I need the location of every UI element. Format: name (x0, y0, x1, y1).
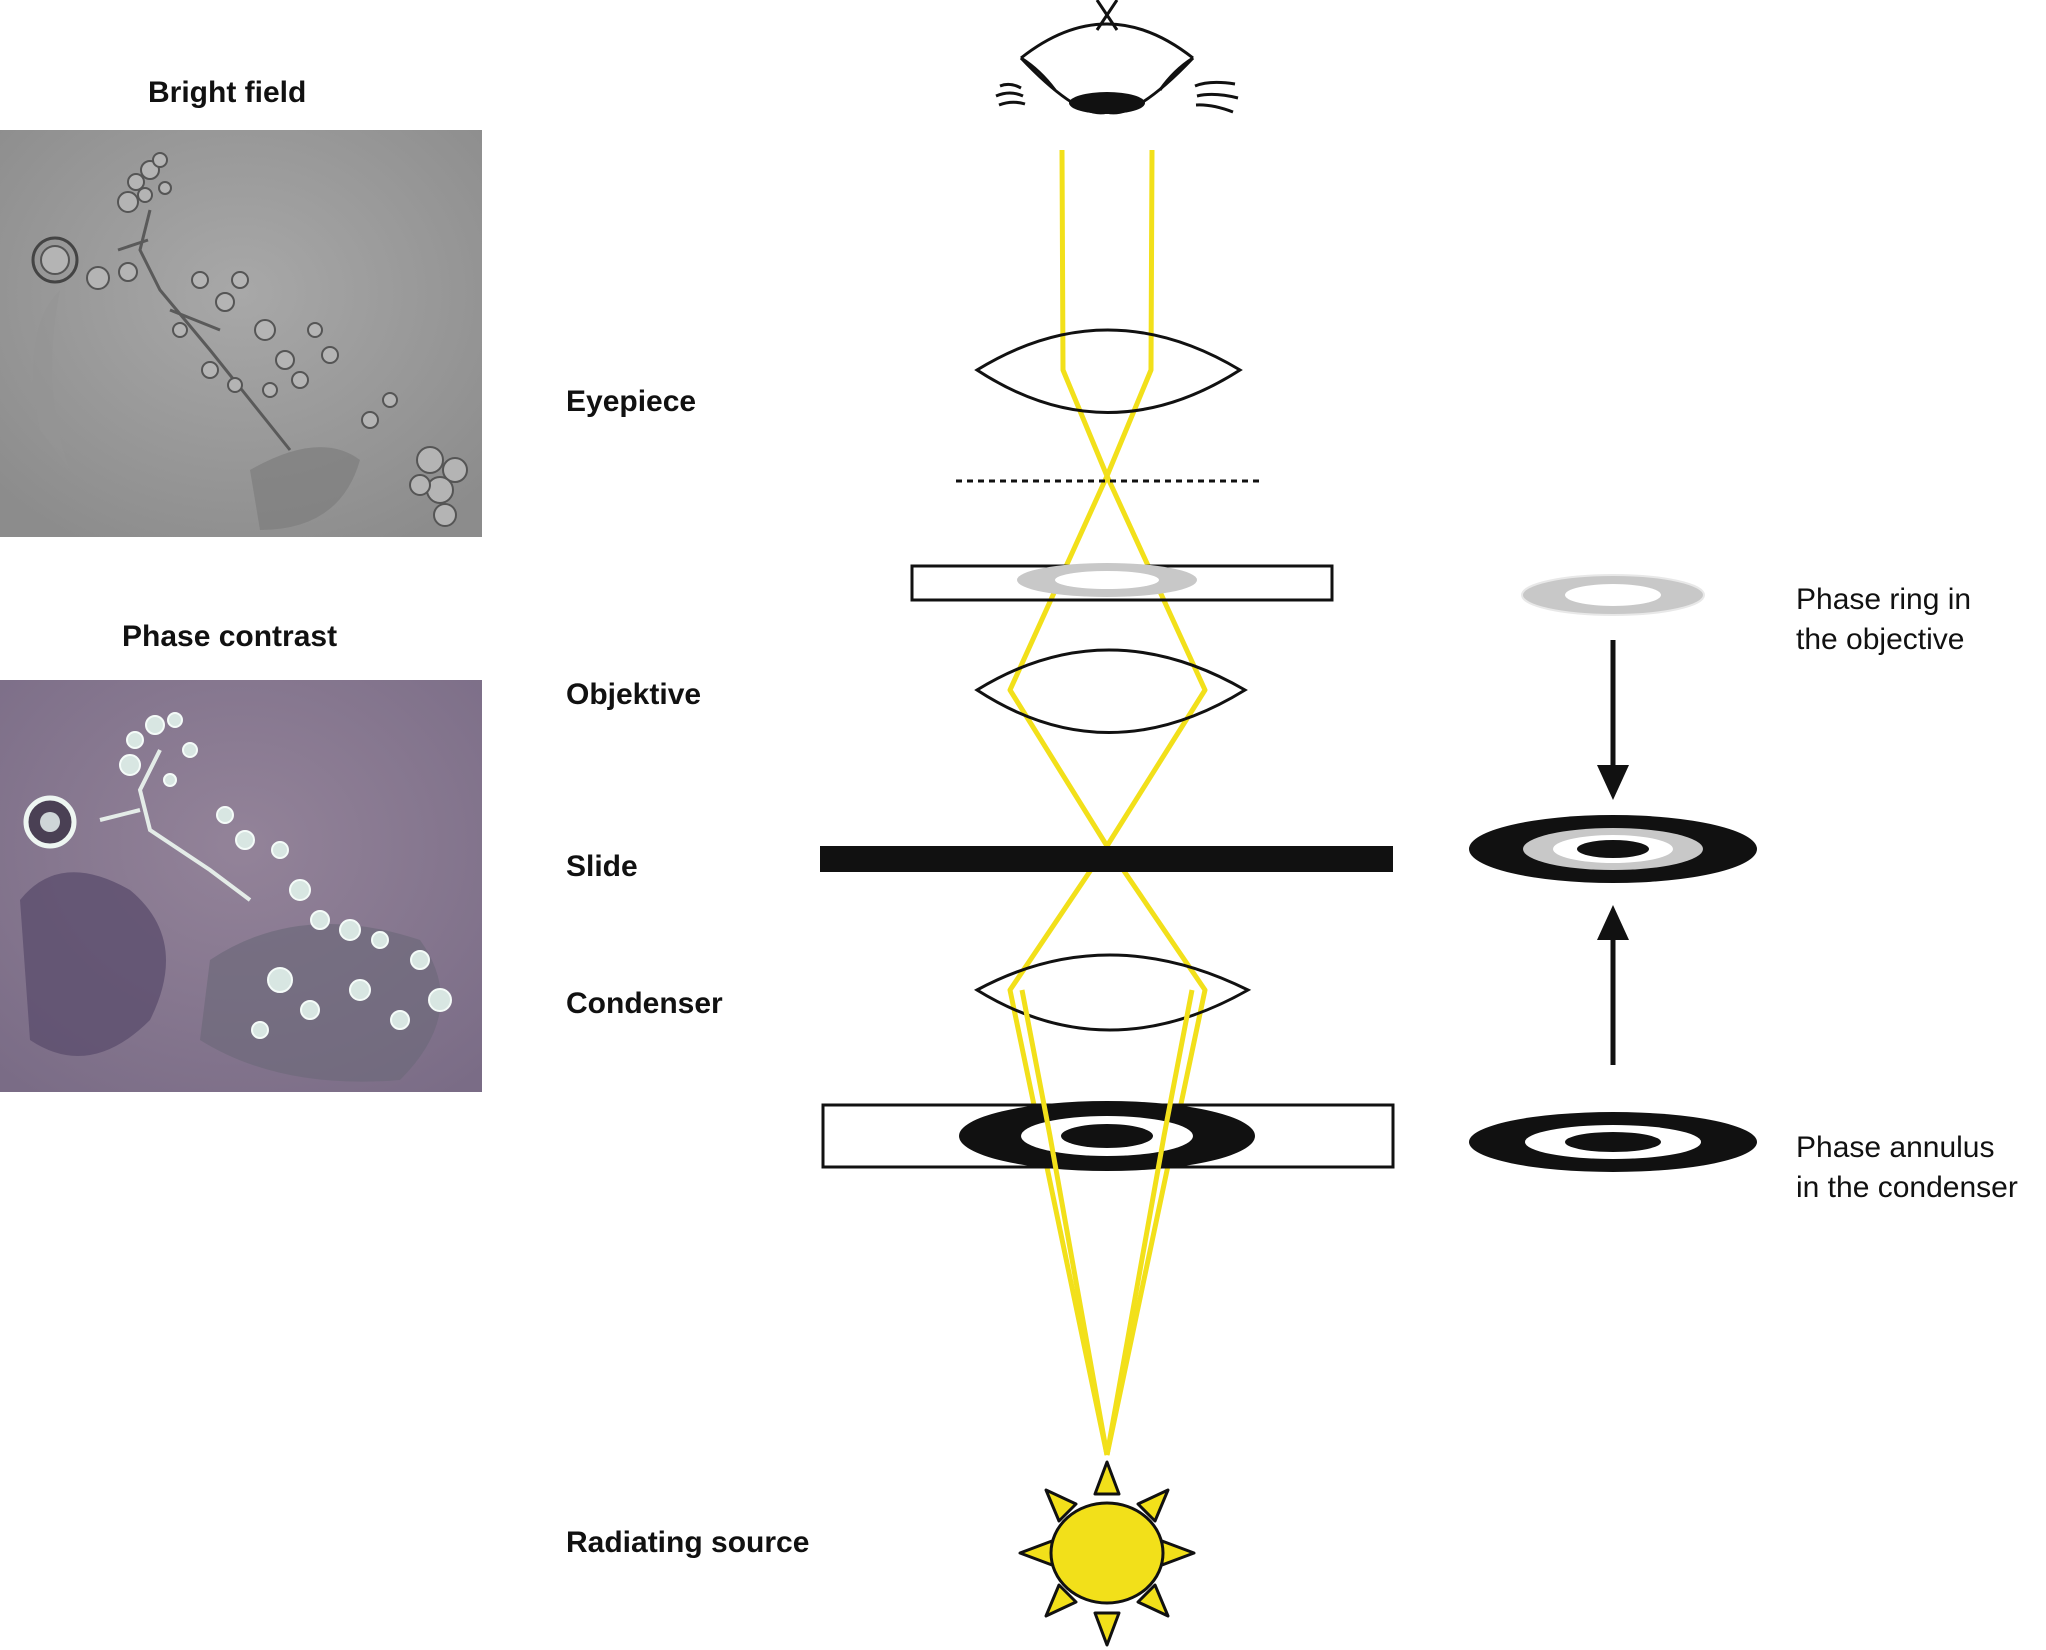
eye-icon (995, 0, 1239, 115)
label-slide: Slide (566, 850, 638, 883)
label-phase-annulus-line2: in the condenser (1796, 1171, 2018, 1204)
label-eyepiece: Eyepiece (566, 385, 697, 418)
side-phase-annulus (1469, 1112, 1757, 1172)
label-condenser: Condenser (566, 987, 723, 1020)
eyepiece-lens (974, 328, 1243, 414)
slide-bar (820, 846, 1393, 872)
light-path (1007, 149, 1208, 1456)
side-phase-ring (1521, 574, 1705, 616)
arrow-up-icon (1597, 905, 1629, 1065)
label-radiating-source: Radiating source (566, 1526, 810, 1559)
condenser-lens (973, 953, 1252, 1032)
label-objective: Objektive (566, 678, 702, 711)
phase-contrast-caption: Phase contrast (122, 620, 338, 653)
objective-phase-plate (910, 563, 1334, 602)
arrow-down-icon (1597, 640, 1629, 800)
label-phase-ring: Phase ring in the objective (1796, 580, 1971, 660)
bright-field-caption: Bright field (148, 76, 307, 109)
condenser-annulus-plate (821, 1101, 1395, 1171)
label-phase-annulus: Phase annulus in the condenser (1796, 1128, 2018, 1208)
label-phase-ring-line2: the objective (1796, 623, 1965, 656)
label-phase-ring-line1: Phase ring in (1796, 583, 1972, 616)
phase-contrast-micrograph (0, 680, 482, 1092)
sun-icon (1018, 1460, 1196, 1647)
bright-field-micrograph (0, 130, 482, 537)
objective-lens (974, 648, 1248, 734)
bright-field-image (0, 130, 482, 537)
side-combined-rings (1469, 815, 1757, 883)
label-phase-annulus-line1: Phase annulus (1796, 1131, 1995, 1164)
phase-contrast-image (0, 680, 482, 1092)
